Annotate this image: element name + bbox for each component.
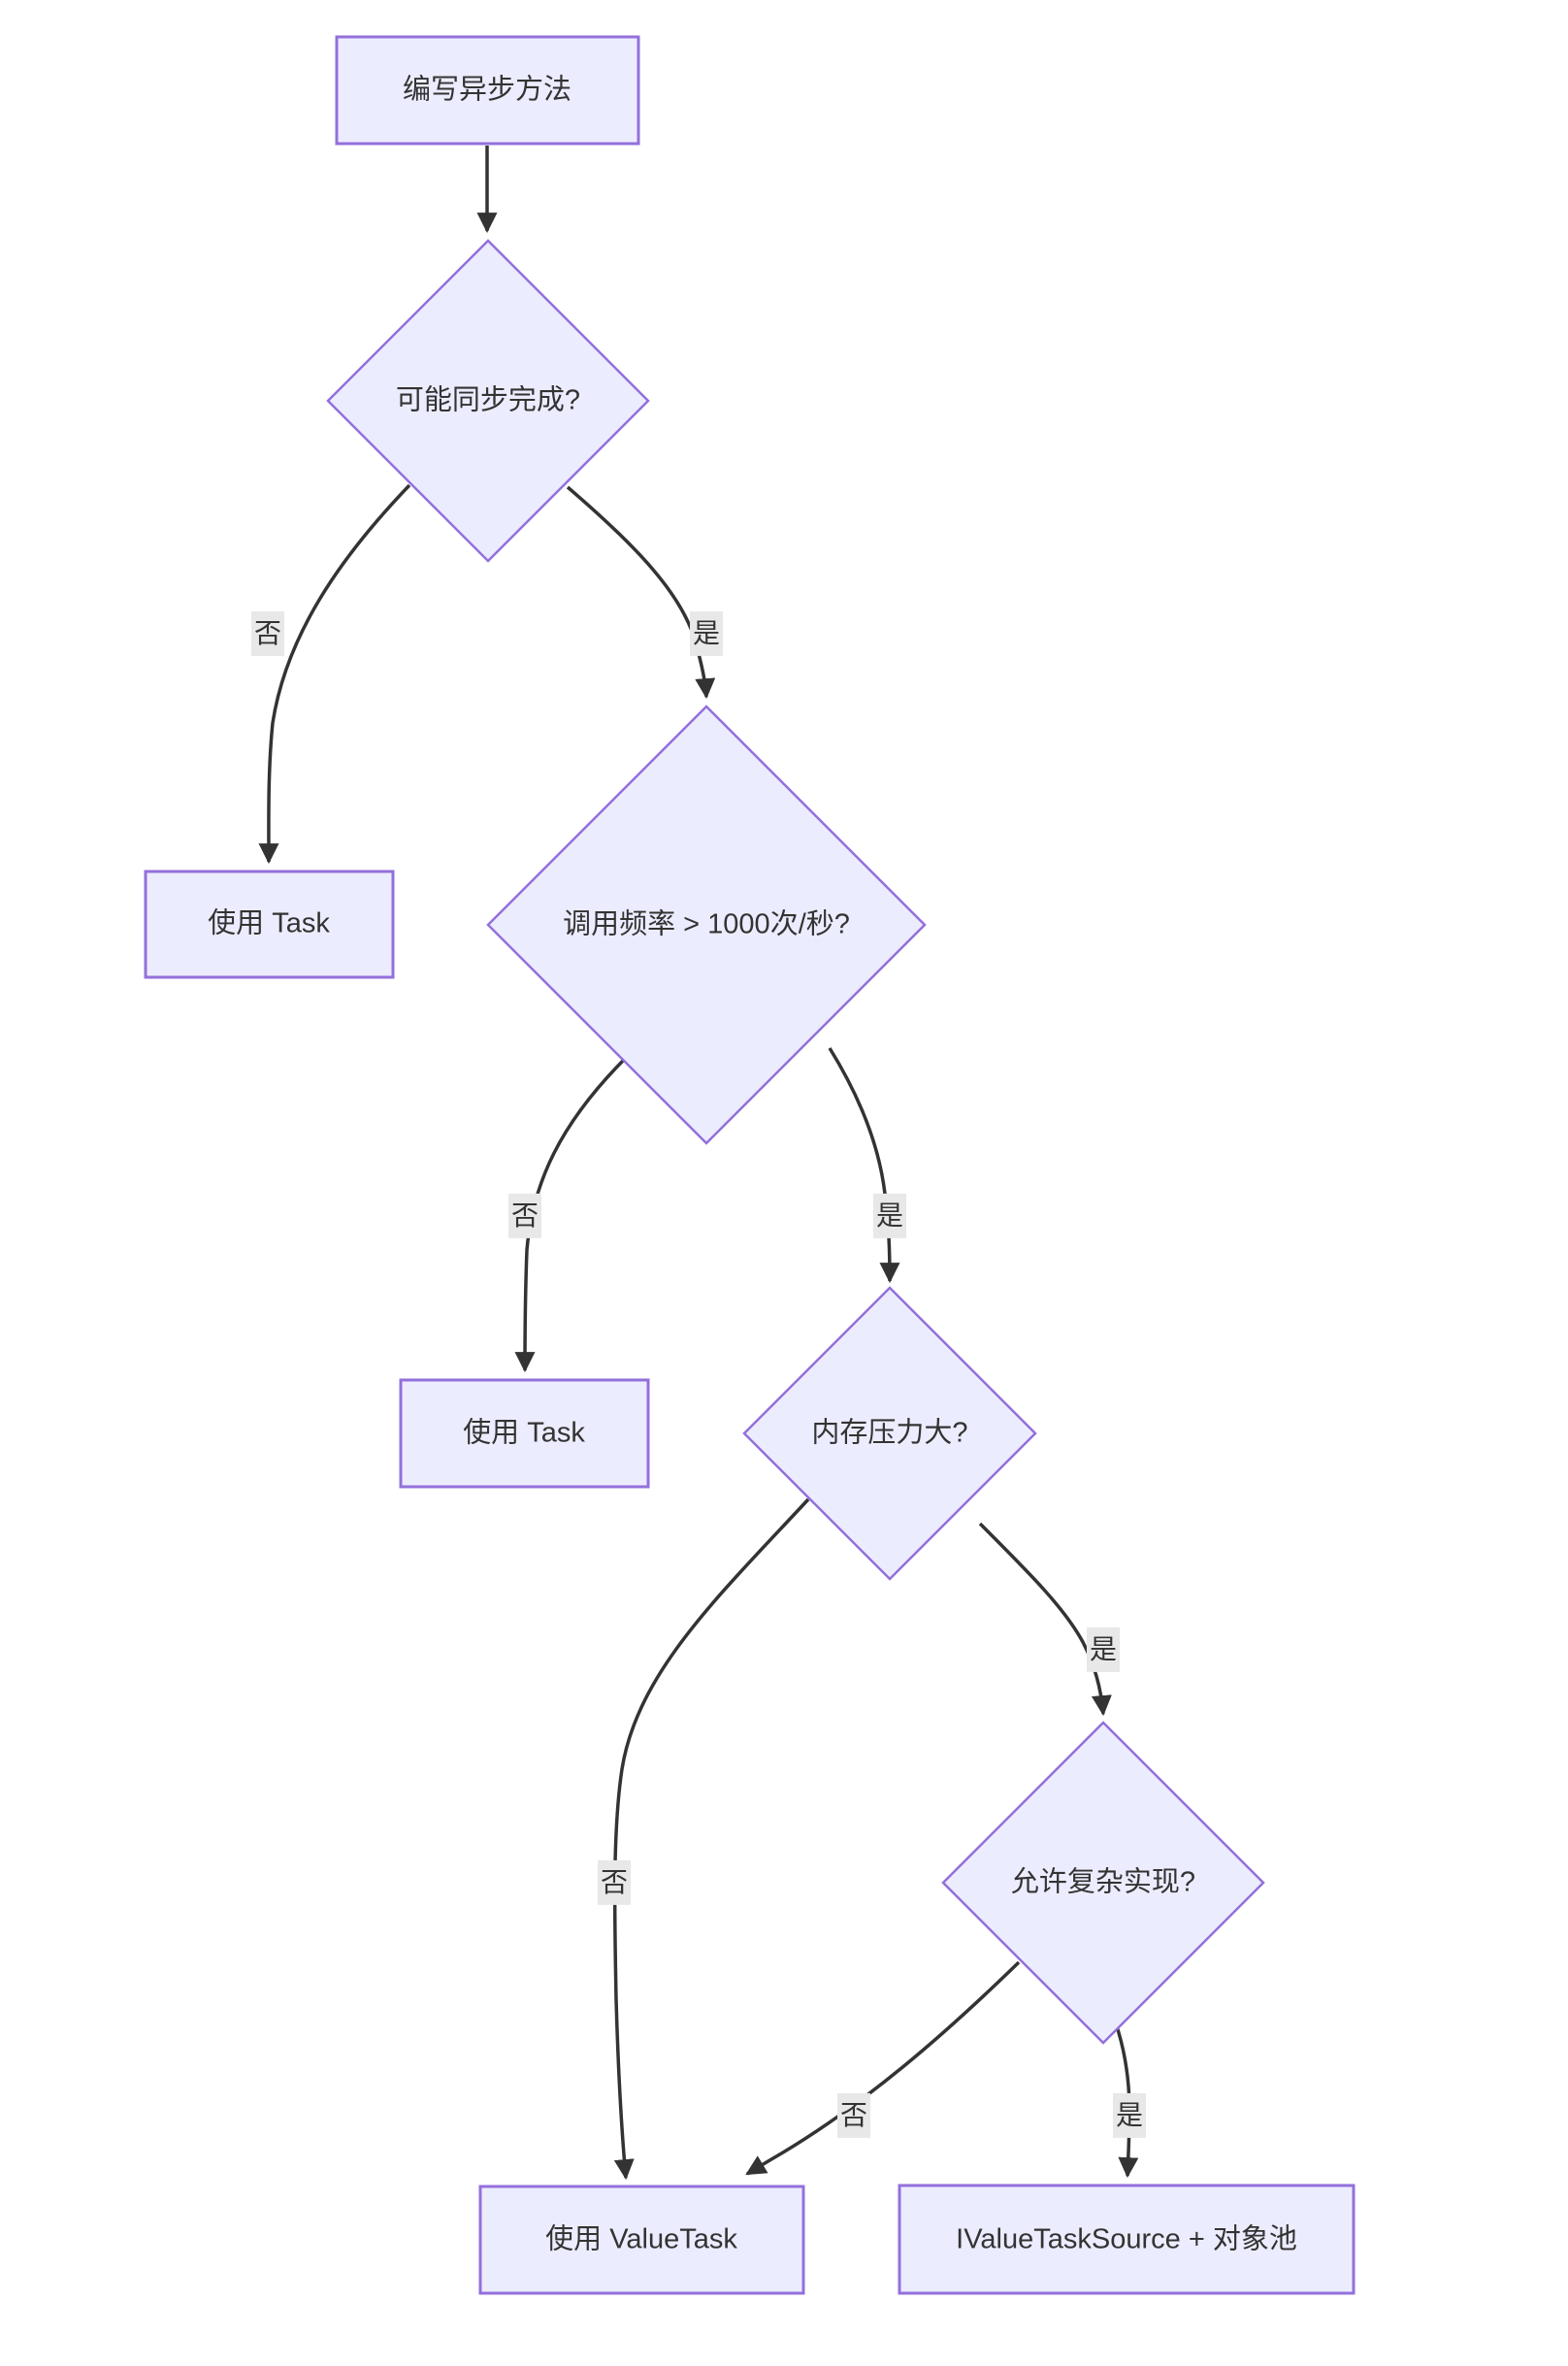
node-d2-shape bbox=[486, 705, 927, 1145]
edge-label-d2-no: 否 bbox=[507, 1193, 542, 1239]
node-task2-label: 使用 Task bbox=[463, 1417, 585, 1449]
edge-d1-yes-d2 bbox=[566, 485, 716, 700]
node-valuetask-label: 使用 ValueTask bbox=[545, 2223, 737, 2255]
edge-d2-yes-d3 bbox=[828, 1047, 900, 1284]
edge-label-d2-yes: 是 bbox=[872, 1193, 907, 1239]
node-ivts-label: IValueTaskSource + 对象池 bbox=[956, 2223, 1297, 2255]
node-task1-shape bbox=[144, 870, 395, 979]
edge-d3-no-valuetask bbox=[612, 1497, 810, 2181]
node-start-label: 编写异步方法 bbox=[402, 74, 572, 106]
node-d3-shape bbox=[742, 1286, 1037, 1581]
edge-label-d3-yes: 是 bbox=[1086, 1627, 1121, 1673]
edge-d3-yes-d4 bbox=[978, 1522, 1112, 1717]
edge-label-d1-yes: 是 bbox=[689, 610, 724, 657]
edge-label-d4-no: 否 bbox=[836, 2092, 871, 2139]
node-ivts-shape bbox=[898, 2184, 1356, 2295]
node-d4-shape bbox=[941, 1721, 1265, 2045]
edge-label-d1-no: 否 bbox=[250, 610, 285, 657]
node-start-shape bbox=[335, 35, 640, 146]
edge-label-d4-yes: 是 bbox=[1112, 2092, 1147, 2139]
edge-label-d3-no: 否 bbox=[597, 1859, 632, 1906]
node-valuetask-shape bbox=[478, 2185, 805, 2295]
node-task2-shape bbox=[399, 1378, 650, 1489]
node-d1-label: 可能同步完成? bbox=[395, 384, 581, 416]
edge-d4-no-valuetask bbox=[745, 1960, 1021, 2176]
node-task1-label: 使用 Task bbox=[208, 907, 330, 939]
node-d2-label: 调用频率 > 1000次/秒? bbox=[563, 908, 850, 940]
edge-d1-no-task1 bbox=[258, 483, 411, 865]
node-d3-label: 内存压力大? bbox=[811, 1417, 968, 1449]
node-d1-shape bbox=[326, 239, 650, 563]
node-d4-label: 允许复杂实现? bbox=[1010, 1866, 1196, 1898]
